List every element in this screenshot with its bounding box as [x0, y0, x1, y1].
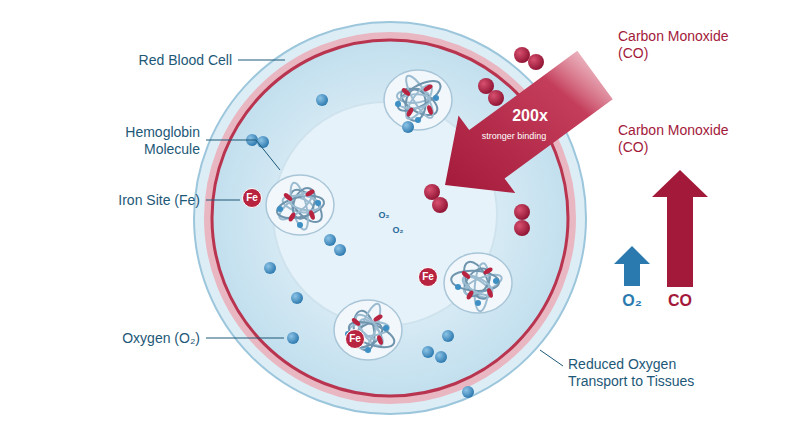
- molecule-label: O₂: [379, 210, 390, 221]
- oxygen-molecule: [324, 234, 336, 246]
- carbon-monoxide-molecule: [528, 54, 544, 70]
- arrow-label: O₂: [622, 292, 642, 310]
- oxygen-molecule: [435, 351, 447, 363]
- carbon-monoxide-molecule: [514, 47, 530, 63]
- molecule-label: O₂: [393, 225, 404, 236]
- oxygen-molecule: [257, 136, 269, 148]
- oxygen-molecule: [264, 262, 276, 274]
- oxygen-molecule: [442, 330, 454, 342]
- carbon-monoxide-molecule: [488, 90, 504, 106]
- iron-symbol: Fe: [422, 271, 434, 283]
- iron-symbol: Fe: [349, 333, 361, 345]
- oxygen-molecule: [462, 386, 474, 398]
- part-label: Hemoglobin Molecule: [88, 124, 200, 158]
- hemoglobin-molecule: [444, 253, 512, 313]
- hemoglobin-molecule: [334, 300, 402, 360]
- arrow-text: 200x: [512, 107, 548, 125]
- oxygen-molecule: [422, 346, 434, 358]
- carbon-monoxide-molecule: [432, 197, 448, 213]
- note-label: Reduced Oxygen Transport to Tissues: [568, 356, 718, 390]
- cell-membrane: [194, 22, 586, 414]
- binding-arrow: 200x stronger binding: [430, 30, 620, 200]
- molecule-group: [246, 47, 544, 398]
- iron-site: Fe: [418, 267, 438, 287]
- arrow-text: stronger binding: [482, 131, 547, 142]
- hemoglobin-molecule: [266, 175, 334, 235]
- arrow-label: CO: [668, 292, 692, 310]
- oxygen-molecule: [316, 94, 328, 106]
- co-level-arrow: [652, 170, 708, 287]
- carbon-monoxide-molecule: [514, 220, 530, 236]
- callout-label: Carbon Monoxide (CO): [618, 122, 743, 156]
- hemoglobin-group: [266, 70, 512, 360]
- oxygen-molecule: [402, 121, 414, 133]
- o2-level-arrow: [614, 246, 650, 286]
- cell-ring: [208, 36, 572, 400]
- carbon-monoxide-molecule: [514, 204, 530, 220]
- callout-label: Carbon Monoxide (CO): [618, 28, 743, 62]
- hemoglobin-molecule: [384, 70, 452, 130]
- iron-site: Fe: [345, 329, 365, 349]
- oxygen-molecule: [291, 292, 303, 304]
- part-label: Oxygen (O₂): [60, 330, 200, 347]
- cell-interior: [212, 40, 568, 396]
- oxygen-molecule: [287, 332, 299, 344]
- part-label: Red Blood Cell: [92, 52, 232, 69]
- oxygen-molecule: [334, 244, 346, 256]
- iron-site: Fe: [242, 188, 262, 208]
- iron-symbol: Fe: [246, 192, 258, 204]
- part-label: Iron Site (Fe): [60, 192, 200, 209]
